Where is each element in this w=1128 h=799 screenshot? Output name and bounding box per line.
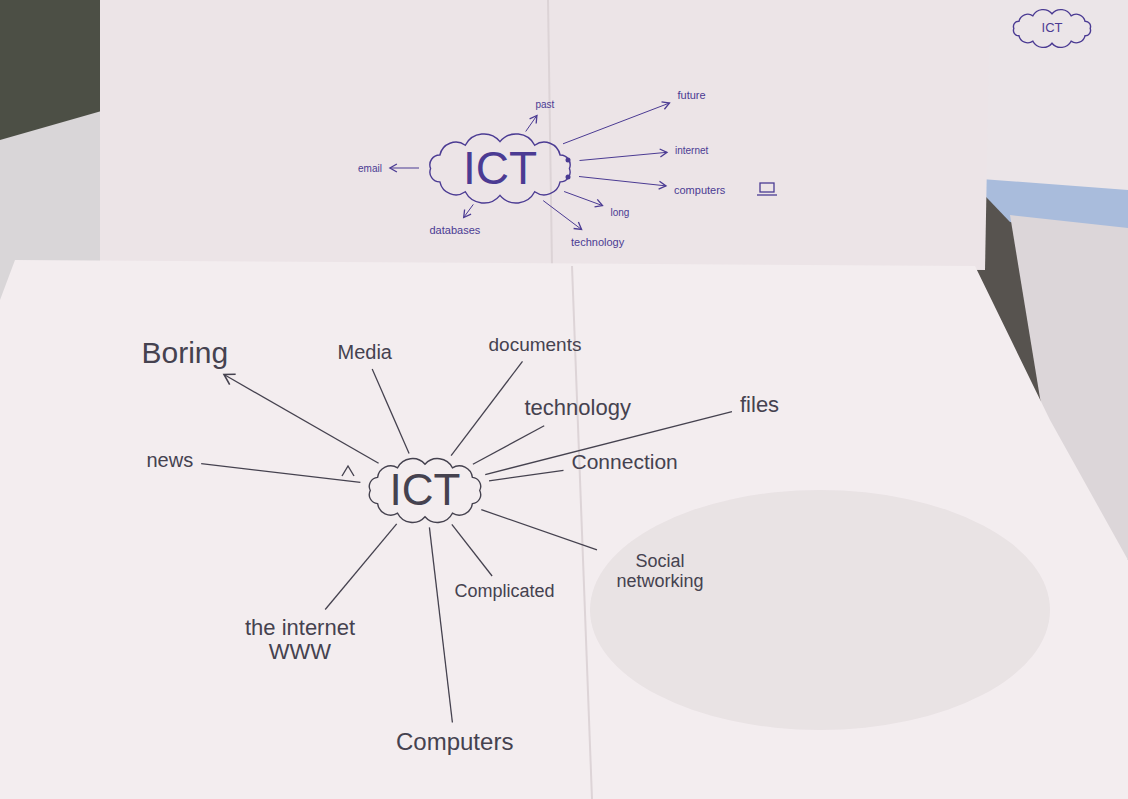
branch-line (325, 524, 397, 610)
top-paper (100, 0, 990, 270)
branch-text: Media (338, 341, 392, 363)
branch-text: databases (430, 224, 481, 236)
branch-line (224, 375, 379, 464)
branch-text: technology (525, 396, 631, 420)
branch-text: Complicated (455, 582, 555, 602)
branch-word: files (736, 391, 783, 419)
cloud-shape (369, 458, 480, 522)
bottom-paper (0, 260, 1128, 799)
branch-text: future (678, 89, 706, 101)
branch-word: Connection (568, 448, 682, 475)
branch-line (579, 177, 666, 186)
branch-line (543, 201, 581, 230)
branch-line (580, 152, 668, 160)
branch-line (451, 361, 522, 455)
cloud-shape (1013, 10, 1090, 48)
branch-word: future (674, 87, 710, 103)
branch-text: the internet WWW (233, 616, 368, 664)
branch-word: Boring (138, 334, 233, 371)
branch-text: long (611, 207, 630, 218)
branch-text: Boring (142, 336, 229, 369)
branch-word: long (607, 205, 634, 220)
branch-word: Media (334, 339, 396, 365)
branch-word: computers (670, 182, 729, 198)
branch-line (464, 204, 474, 217)
cloud-node: ICT (1004, 4, 1100, 53)
branch-line (564, 192, 602, 206)
branch-word: email (354, 161, 386, 176)
branch-text: email (358, 163, 382, 174)
branch-word: news (143, 447, 198, 473)
center-title: ICT (390, 466, 461, 514)
cloud-shape (430, 133, 570, 202)
branch-line (452, 524, 492, 576)
branch-line (481, 510, 597, 550)
branch-text: past (536, 99, 555, 110)
cloud-node: ICT (415, 126, 585, 211)
center-title: ICT (463, 143, 537, 194)
branch-line (526, 116, 537, 132)
branch-line (390, 168, 419, 169)
branch-word: documents (485, 333, 586, 358)
branch-word: technology (567, 234, 628, 250)
branch-text: computers (674, 184, 725, 196)
branch-word: technology (521, 394, 635, 422)
branch-word: Complicated (451, 580, 559, 604)
branch-text: documents (489, 335, 582, 356)
branch-word: Computers (392, 727, 517, 757)
paper-fold (548, 0, 552, 266)
caret-mark (342, 466, 354, 476)
branch-line (372, 369, 409, 454)
branch-text: Computers (396, 729, 513, 755)
branch-text: internet (675, 145, 708, 156)
branch-text: Social networking (605, 552, 715, 592)
branch-word: past (532, 97, 559, 112)
branch-line (429, 527, 452, 722)
center-title: ICT (1042, 21, 1063, 35)
branch-text: news (147, 449, 194, 471)
branch-word: the internet WWW (229, 614, 372, 666)
branch-text: files (740, 393, 779, 417)
branch-line (489, 470, 564, 481)
shadow (590, 490, 1050, 730)
cloud-node: ICT (355, 449, 495, 532)
branch-line (473, 426, 544, 465)
branch-word: databases (426, 222, 485, 238)
laptop-icon (757, 183, 777, 195)
branch-word: internet (671, 143, 712, 158)
branch-text: Connection (572, 450, 678, 473)
branch-line (201, 464, 360, 483)
branch-text: technology (571, 236, 624, 248)
branch-line (485, 412, 732, 475)
branch-word: Social networking (601, 550, 719, 594)
branch-line (563, 103, 670, 144)
